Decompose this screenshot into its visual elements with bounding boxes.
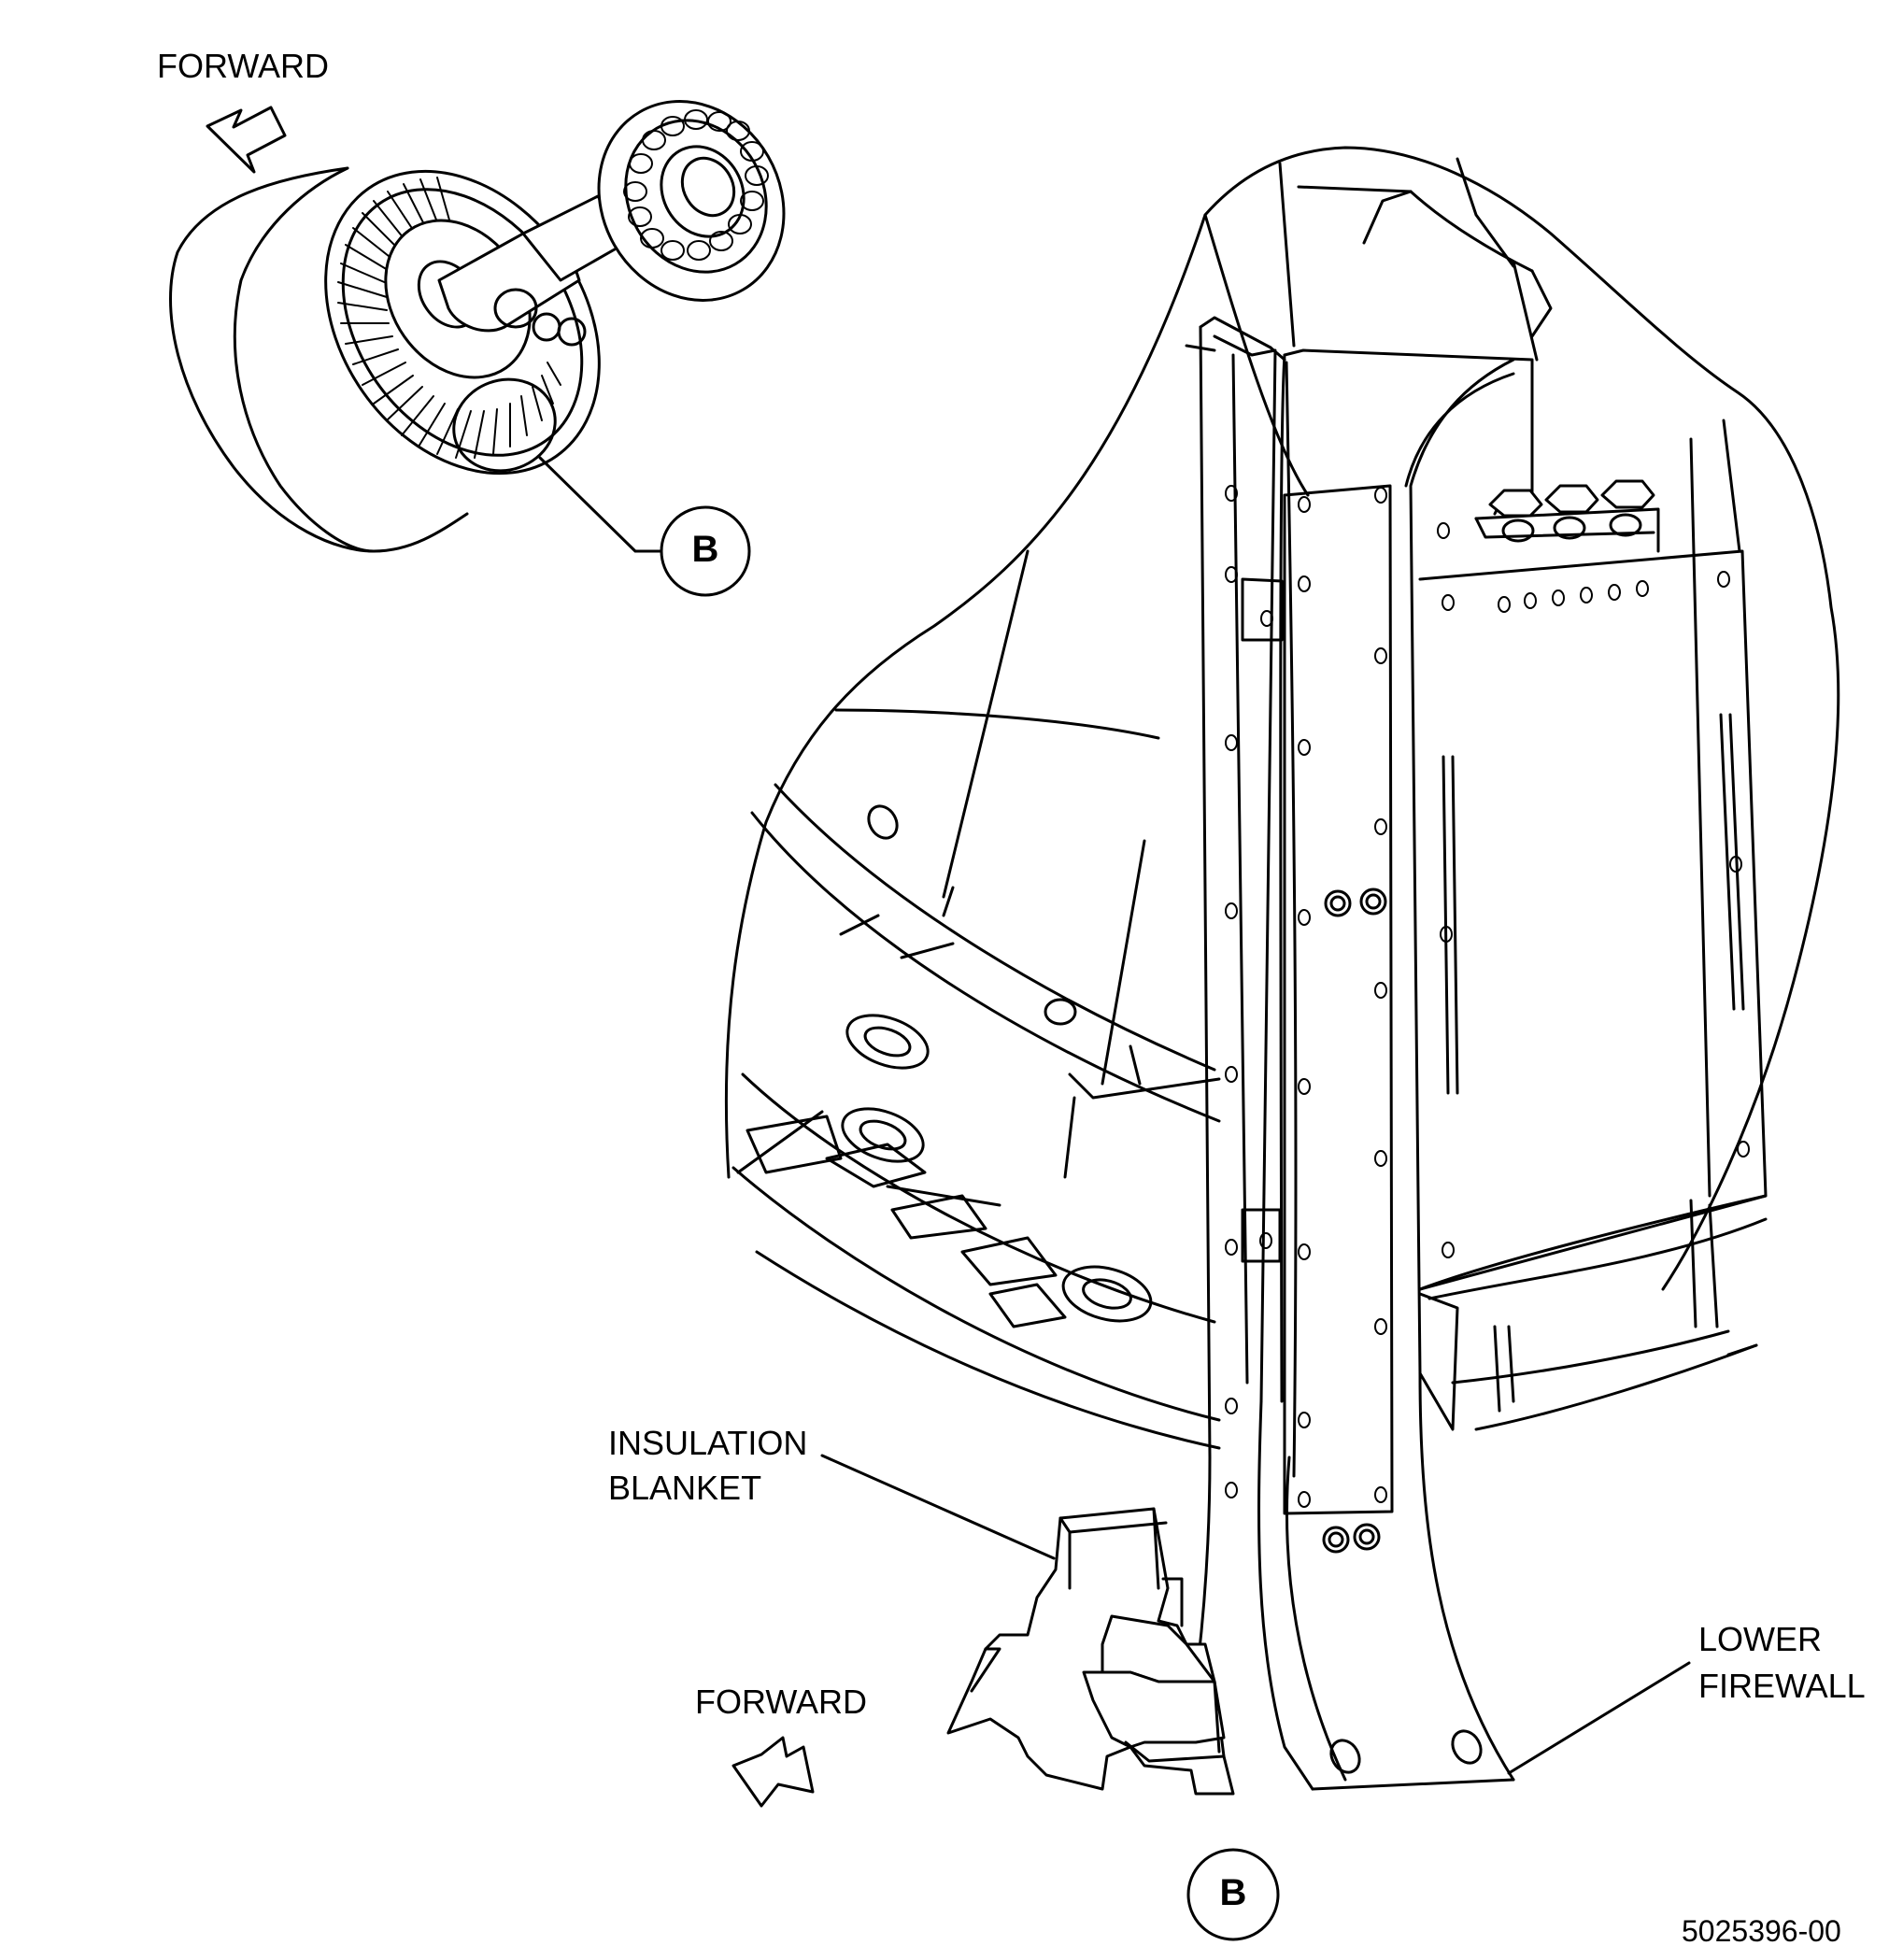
fan-cowl (169, 166, 469, 553)
callout-circle-top (660, 505, 751, 597)
large-holes (1322, 888, 1483, 1774)
detail-b-view (724, 146, 1840, 1941)
exhaust-nozzle (597, 100, 786, 302)
detail-b-leader (538, 456, 663, 553)
insulation-blanket (946, 1507, 1235, 1796)
firewall-leader (1507, 1661, 1691, 1775)
detail-b-zone (452, 377, 557, 473)
fastener-holes (1225, 485, 1750, 1508)
detail-callout-label: B (691, 529, 719, 570)
forward-arrow-top (206, 106, 287, 174)
center-panel (1241, 348, 1534, 1791)
detail-view-label: B (1219, 1872, 1247, 1913)
callout-circle-bottom (1186, 1848, 1280, 1941)
insulation-leader (820, 1454, 1056, 1560)
upper-frame (1278, 157, 1553, 362)
engine-locator-view (169, 100, 786, 597)
lower-frame-sweeps (731, 344, 1221, 1450)
figure-number: 5025396-00 (1682, 1914, 1841, 1948)
forward-label-top: FORWARD (157, 47, 329, 85)
firewall-label-line2: FIREWALL (1698, 1667, 1866, 1705)
forward-arrow-bottom (731, 1736, 815, 1808)
right-panel (1418, 365, 1768, 1431)
firewall-label-line1: LOWER (1698, 1620, 1823, 1658)
forward-label-bottom: FORWARD (695, 1683, 867, 1721)
fan-blades (337, 177, 561, 459)
frame-pads (746, 804, 1153, 1328)
breakout-boundary (724, 146, 1840, 1291)
insulation-label-line1: INSULATION (608, 1424, 808, 1462)
insulation-label-line2: BLANKET (608, 1469, 762, 1507)
